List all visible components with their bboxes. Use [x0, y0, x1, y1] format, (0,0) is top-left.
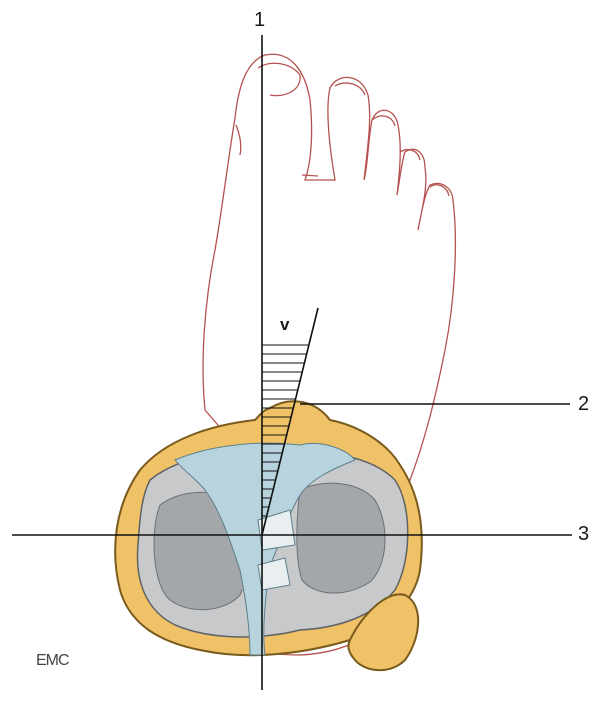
axis-label-1: 1	[254, 10, 265, 30]
lateral-condyle	[297, 483, 385, 593]
emc-logo: EMC	[36, 652, 69, 670]
axis-label-3: 3	[578, 524, 589, 544]
axis-label-2: 2	[578, 394, 589, 414]
angle-label-v: v	[280, 316, 289, 333]
